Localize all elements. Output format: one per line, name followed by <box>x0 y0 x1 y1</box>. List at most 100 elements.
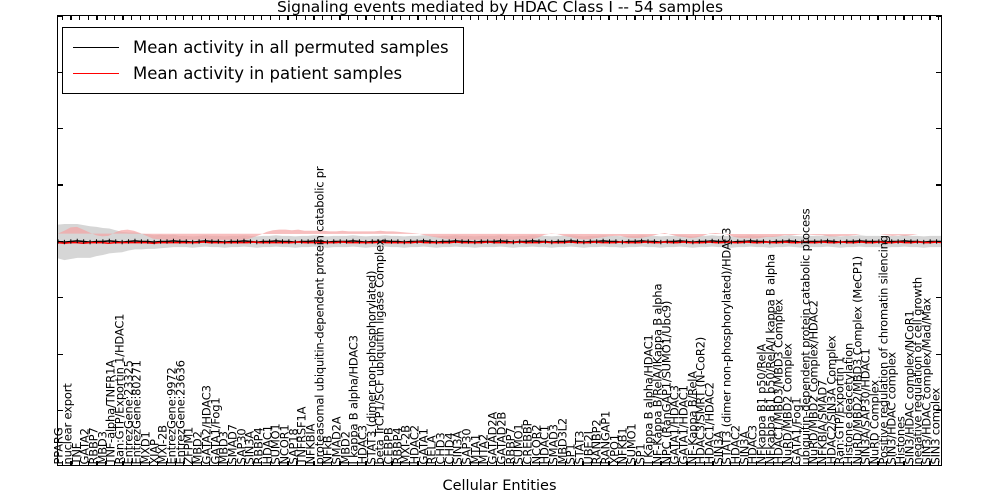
series-marker <box>147 239 149 244</box>
x-tick-mark <box>617 16 619 20</box>
series-marker <box>217 239 219 244</box>
series-marker <box>724 239 726 244</box>
x-tick-mark <box>278 16 280 20</box>
series-marker <box>788 238 790 244</box>
x-tick-mark <box>139 16 141 20</box>
series-marker <box>339 239 341 244</box>
series-marker <box>166 239 168 244</box>
x-tick-mark <box>903 16 905 20</box>
x-tick-mark <box>764 16 766 20</box>
x-tick-mark <box>243 461 246 465</box>
x-tick-mark <box>625 16 627 20</box>
x-tick-mark <box>530 16 532 20</box>
series-marker <box>249 239 251 244</box>
x-tick-mark <box>478 461 480 465</box>
series-marker <box>910 239 912 244</box>
y-tick-mark <box>936 128 941 130</box>
x-tick-mark <box>235 16 237 20</box>
legend-label-permuted: Mean activity in all permuted samples <box>133 37 449 57</box>
series-marker <box>544 239 546 244</box>
series-marker <box>538 239 540 244</box>
series-marker <box>198 239 200 244</box>
series-marker <box>769 239 771 245</box>
x-tick-mark <box>842 16 844 20</box>
x-tick-mark <box>183 461 185 465</box>
x-tick-mark <box>790 16 792 20</box>
series-marker <box>525 239 527 244</box>
x-tick-mark <box>478 16 480 20</box>
x-tick-mark <box>634 461 636 465</box>
series-marker <box>115 239 117 244</box>
x-tick-mark <box>790 461 792 465</box>
x-tick-mark <box>877 16 879 20</box>
x-tick-mark <box>651 461 653 465</box>
x-tick-mark <box>183 16 185 20</box>
series-marker <box>506 239 508 244</box>
x-axis-label: Cellular Entities <box>442 478 557 494</box>
x-tick-mark <box>894 461 896 465</box>
x-tick-mark <box>781 16 784 20</box>
x-tick-mark <box>920 461 922 465</box>
series-marker <box>865 239 867 244</box>
x-tick-mark <box>669 16 671 20</box>
x-tick-mark <box>139 461 141 465</box>
series-marker <box>70 239 72 244</box>
legend-swatch-permuted <box>73 46 119 48</box>
x-tick-mark <box>703 16 705 20</box>
chart-title: Signaling events mediated by HDAC Class … <box>276 0 724 16</box>
x-tick-mark <box>886 461 888 465</box>
series-marker <box>801 239 803 245</box>
x-tick-mark <box>504 16 506 20</box>
series-marker <box>429 239 431 244</box>
x-tick-mark <box>322 461 324 465</box>
series-marker <box>435 239 437 245</box>
x-tick-mark <box>157 16 159 20</box>
series-marker <box>634 239 636 244</box>
x-tick-mark <box>408 461 410 465</box>
series-marker <box>750 238 752 244</box>
x-tick-mark <box>313 16 315 20</box>
x-tick-mark <box>660 461 662 465</box>
series-marker <box>89 239 91 245</box>
x-tick-mark <box>634 16 636 20</box>
x-tick-mark <box>582 16 584 20</box>
x-tick-mark <box>113 461 115 465</box>
series-marker <box>782 239 784 244</box>
series-marker <box>532 238 534 244</box>
x-tick-mark <box>174 16 176 20</box>
x-tick-mark <box>608 16 610 20</box>
series-marker <box>685 239 687 244</box>
x-tick-mark <box>747 461 749 465</box>
x-tick-mark <box>382 16 384 20</box>
x-tick-mark <box>434 16 436 20</box>
data-layer <box>58 224 941 261</box>
x-tick-mark <box>599 461 601 465</box>
x-tick-mark <box>695 16 697 20</box>
series-marker <box>871 239 873 244</box>
series-marker <box>185 239 187 244</box>
x-tick-mark <box>426 16 428 20</box>
x-tick-mark <box>87 461 89 465</box>
series-marker <box>730 239 732 245</box>
x-tick-mark <box>747 16 749 20</box>
series-marker <box>448 239 450 244</box>
x-tick-mark <box>434 461 436 465</box>
y-tick-mark <box>936 184 941 186</box>
x-tick-mark <box>547 16 549 20</box>
series-marker <box>320 239 322 244</box>
x-tick-mark <box>712 16 714 20</box>
series-marker <box>179 239 181 244</box>
x-tick-mark <box>243 16 246 20</box>
x-tick-mark <box>105 16 107 20</box>
x-tick-mark <box>304 461 306 465</box>
series-marker <box>474 239 476 245</box>
series-marker <box>140 239 142 244</box>
x-tick-mark <box>356 16 358 20</box>
series-marker <box>397 239 399 244</box>
series-marker <box>583 239 585 245</box>
x-tick-mark <box>859 461 862 465</box>
x-tick-mark <box>408 16 410 20</box>
series-marker <box>121 239 123 245</box>
series-marker <box>852 239 854 244</box>
